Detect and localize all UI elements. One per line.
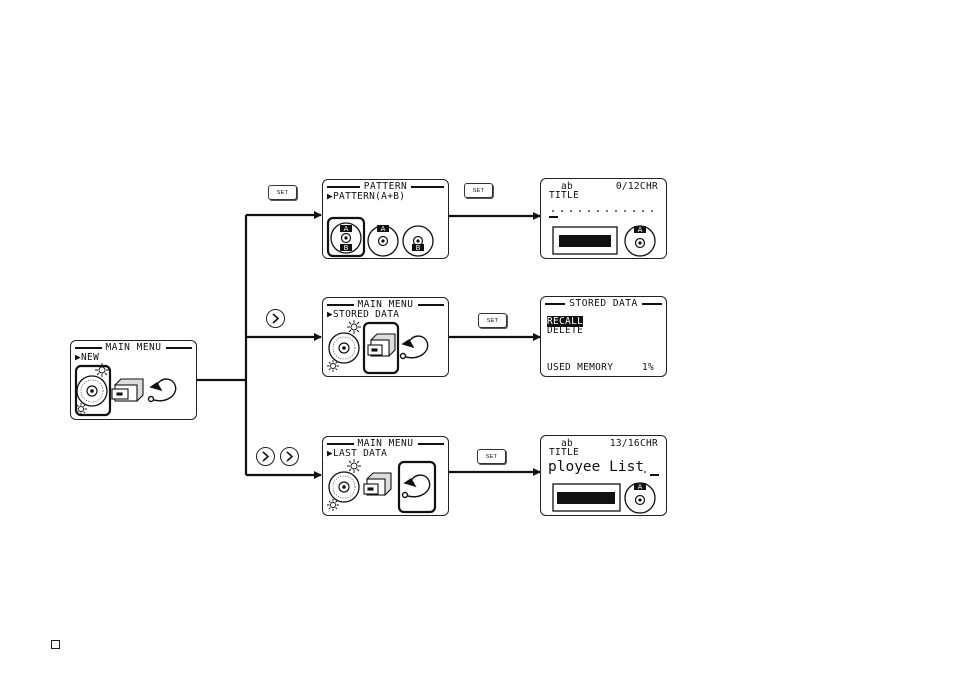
disc-letter-a: A	[638, 483, 643, 491]
set-key[interactable]: SET	[477, 449, 506, 464]
menu-item: ▶PATTERN(A+B)	[327, 191, 406, 202]
disc-letter-b: B	[344, 244, 349, 252]
pattern-disc-icons: A B A B	[326, 216, 434, 258]
sparkle-icon	[95, 363, 109, 377]
memory-label: USED MEMORY	[547, 362, 614, 373]
right-arrow-key-icon[interactable]	[256, 447, 275, 466]
empty-char-slots	[552, 210, 653, 212]
lcd-title-new: ab 0/12CHR TITLE A	[540, 178, 667, 259]
menu-item: ▶NEW	[75, 352, 100, 363]
right-arrow-key-icon[interactable]	[280, 447, 299, 466]
cabinet-drawer-icon	[111, 378, 144, 402]
label-tape-icon	[552, 226, 618, 255]
disc-icon: A	[624, 482, 656, 514]
text-cursor	[650, 474, 659, 476]
disc-icon: A	[624, 225, 656, 257]
disc-icon	[328, 332, 360, 364]
cabinet-drawer-icon	[363, 472, 392, 496]
cabinet-drawer-icon	[367, 333, 396, 357]
selection-frame	[326, 216, 366, 258]
right-arrow-key-icon[interactable]	[266, 309, 285, 328]
screen-header: MAIN MENU	[327, 300, 445, 310]
return-arrow-icon	[147, 378, 177, 403]
disc-icon	[328, 471, 360, 503]
pointer-triangle-icon: ▶	[327, 309, 334, 320]
text-cursor	[549, 216, 558, 218]
menu-item: ▶STORED DATA	[327, 309, 400, 320]
disc-letter-a: A	[381, 225, 386, 233]
pointer-triangle-icon: ▶	[327, 448, 334, 459]
lcd-main-menu-stored: MAIN MENU ▶STORED DATA	[322, 297, 449, 377]
disc-icon: A	[367, 225, 399, 257]
menu-icons	[327, 320, 429, 375]
disc-letter-a: A	[638, 226, 643, 234]
selection-frame	[362, 321, 400, 375]
title-label: TITLE	[549, 190, 580, 201]
disc-icon: B	[402, 225, 434, 257]
label-tape-icon	[552, 483, 621, 512]
set-key[interactable]: SET	[268, 185, 297, 200]
disc-letter-b: B	[416, 244, 421, 252]
pointer-triangle-icon: ▶	[75, 352, 82, 363]
title-label: TITLE	[549, 447, 580, 458]
sparkle-icon	[327, 499, 339, 511]
title-input-area: A	[552, 471, 659, 514]
sparkle-icon	[347, 320, 361, 334]
input-mode: ab	[561, 438, 574, 449]
option-delete[interactable]: DELETE	[547, 325, 584, 336]
selection-frame	[397, 460, 437, 514]
option-recall[interactable]: RECALL	[547, 316, 584, 327]
set-key[interactable]: SET	[464, 183, 493, 198]
screen-header: MAIN MENU	[327, 439, 445, 449]
next-char-slot	[644, 471, 646, 473]
page-marker-square	[51, 640, 60, 649]
screen-header: MAIN MENU	[75, 343, 193, 353]
screen-header: STORED DATA	[545, 299, 663, 309]
disc-letter-a: A	[344, 225, 349, 233]
menu-item: ▶LAST DATA	[327, 448, 388, 459]
screen-header: PATTERN	[327, 182, 445, 192]
sparkle-icon	[75, 403, 87, 415]
disc-icon: A B	[330, 222, 362, 254]
pointer-triangle-icon: ▶	[327, 191, 334, 202]
lcd-pattern: PATTERN ▶PATTERN(A+B) A B A B	[322, 179, 449, 259]
entered-title-text: ployee List	[548, 459, 645, 475]
lcd-stored-data: STORED DATA RECALL DELETE USED MEMORY 1%	[540, 296, 667, 377]
set-key[interactable]: SET	[478, 313, 507, 328]
memory-value: 1%	[641, 362, 654, 373]
sparkle-icon	[347, 459, 361, 473]
menu-icons	[327, 459, 437, 514]
selection-frame	[74, 364, 112, 417]
title-input-area: A	[549, 210, 656, 257]
return-arrow-icon	[401, 474, 431, 499]
lcd-main-menu-last: MAIN MENU ▶LAST DATA	[322, 436, 449, 516]
sparkle-icon	[327, 360, 339, 372]
lcd-main-menu-new: MAIN MENU ▶NEW	[70, 340, 197, 420]
input-mode: ab	[561, 181, 574, 192]
return-arrow-icon	[399, 335, 429, 360]
char-counter: 0/12CHR	[615, 181, 658, 192]
lcd-title-last: ab 13/16CHR TITLE ployee List A	[540, 435, 667, 516]
menu-icons	[74, 363, 177, 417]
option-recall-highlight: RECALL	[547, 316, 584, 327]
disc-icon	[76, 375, 108, 407]
char-counter: 13/16CHR	[609, 438, 658, 449]
